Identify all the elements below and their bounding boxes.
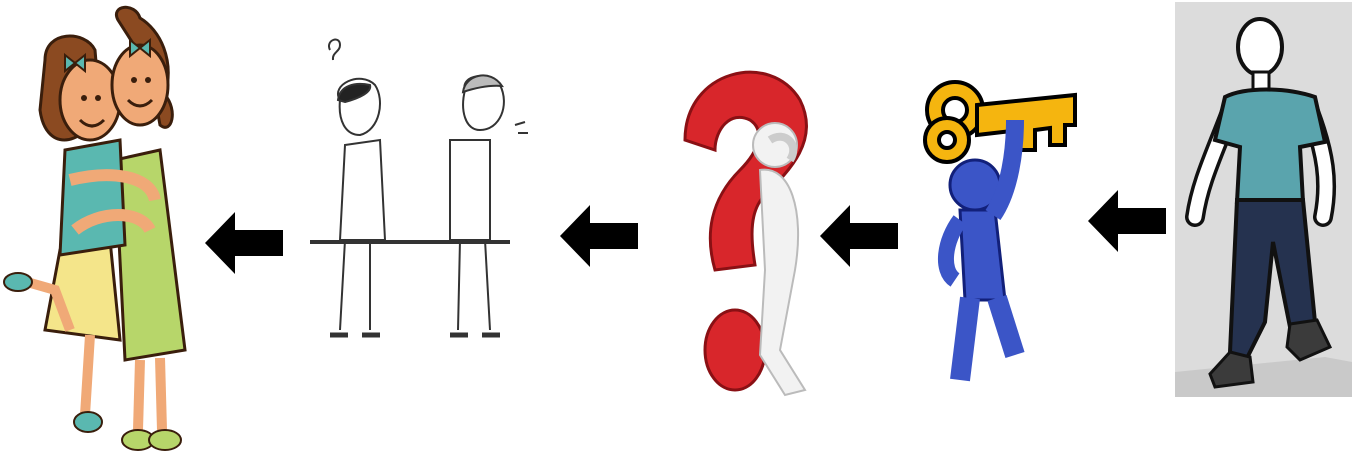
- arrow-left-icon: [1088, 190, 1168, 256]
- arrow-left-icon: [820, 205, 900, 271]
- hugging-girls-icon: [0, 0, 200, 465]
- walking-person-icon: [1175, 2, 1352, 397]
- arrow-left-icon: [560, 205, 640, 271]
- question-mark-figure-icon: [670, 50, 840, 420]
- arrow-left-icon: [205, 212, 285, 278]
- sulking-pair-icon: [300, 30, 540, 370]
- key-figure-icon: [915, 40, 1085, 400]
